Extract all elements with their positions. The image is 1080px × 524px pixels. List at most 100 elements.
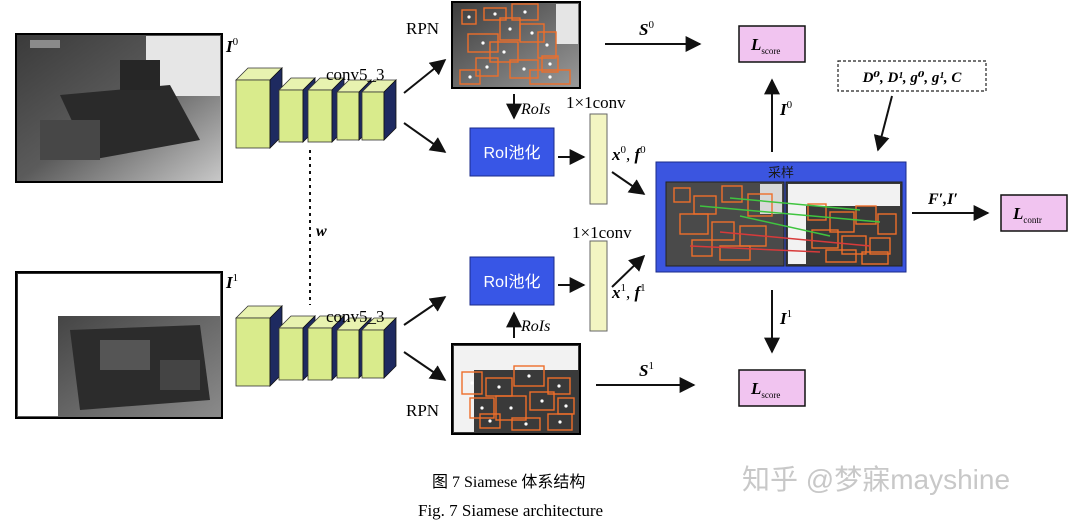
sampling-label: 采样 xyxy=(768,165,794,180)
detection-box xyxy=(483,7,507,21)
detection-center xyxy=(493,12,497,16)
label-features-bottom: x1, f1 xyxy=(611,282,646,302)
conv-block xyxy=(235,67,283,149)
input-image-bottom xyxy=(15,271,223,419)
detection-center xyxy=(524,422,528,426)
caption-chinese: 图 7 Siamese 体系结构 xyxy=(432,473,585,491)
label-img-bottom: I1 xyxy=(779,308,792,328)
roi-pooling-label-top: RoI池化 xyxy=(484,144,541,162)
conv-block xyxy=(235,305,283,387)
label-rpn-top: RPN xyxy=(406,19,439,38)
loss-score-box-bottom: Lscore xyxy=(738,369,806,407)
detection-box xyxy=(547,413,573,431)
detection-center xyxy=(548,75,552,79)
detection-box xyxy=(807,203,827,221)
detection-box xyxy=(691,239,713,257)
detection-center xyxy=(558,420,562,424)
detection-box xyxy=(719,245,751,261)
detection-box xyxy=(495,395,527,421)
detection-box xyxy=(489,41,519,63)
detection-center xyxy=(530,31,534,35)
detection-center xyxy=(467,15,471,19)
detection-center xyxy=(508,27,512,31)
svg-text:Lscore: Lscore xyxy=(750,379,780,400)
detection-center xyxy=(470,381,474,385)
detection-box xyxy=(811,229,839,249)
detection-center xyxy=(468,75,472,79)
detection-box xyxy=(747,193,773,217)
roi-pooling-block-bottom: RoI池化 xyxy=(469,256,555,306)
label-conv1x1-top: 1×1conv xyxy=(566,93,626,112)
label-input-bottom: I1 xyxy=(225,272,238,292)
detection-box xyxy=(479,413,501,429)
detection-center xyxy=(540,399,544,403)
svg-text:Lcontr: Lcontr xyxy=(1012,204,1042,225)
label-features-top: x0, f0 xyxy=(611,144,646,164)
detection-box xyxy=(459,69,481,85)
roi-pooling-label-bottom: RoI池化 xyxy=(484,273,541,291)
conv1x1-bar-top xyxy=(589,113,608,205)
input-image-top xyxy=(15,33,223,183)
label-score-top: S0 xyxy=(639,19,654,39)
conv-backbone-top xyxy=(235,67,397,149)
detection-box xyxy=(547,377,571,395)
label-conv5-3-bottom: conv5_3 xyxy=(326,307,385,326)
conv-block xyxy=(361,317,397,379)
conv-block xyxy=(361,79,397,141)
conv1x1-bar-bottom xyxy=(589,240,608,332)
params-text: D⁰, D¹, g⁰, g¹, C xyxy=(862,70,963,86)
arrow-conv-to-roi-top xyxy=(403,122,447,153)
detection-center xyxy=(481,41,485,45)
detection-box xyxy=(475,57,499,77)
detection-box xyxy=(541,55,559,73)
svg-text:Lscore: Lscore xyxy=(750,35,780,56)
label-conv1x1-bottom: 1×1conv xyxy=(572,223,632,242)
label-rpn-bottom: RPN xyxy=(406,401,439,420)
detection-box xyxy=(861,251,889,265)
detection-center xyxy=(548,62,552,66)
detection-box xyxy=(673,187,691,203)
detection-box xyxy=(469,397,495,419)
label-input-top: I0 xyxy=(225,36,239,56)
arrow-fc-to-sampling-bottom xyxy=(611,254,646,288)
params-box: D⁰, D¹, g⁰, g¹, C xyxy=(837,60,987,92)
detection-box xyxy=(461,9,477,25)
detection-center xyxy=(522,67,526,71)
detection-box xyxy=(509,59,539,79)
detection-center xyxy=(485,65,489,69)
caption-english: Fig. 7 Siamese architecture xyxy=(418,501,603,520)
arrow-params-to-sampling xyxy=(873,95,893,152)
detection-box xyxy=(519,23,545,43)
label-img-top: I0 xyxy=(779,99,793,119)
rpn-image-top xyxy=(451,1,581,89)
rpn-image-bottom xyxy=(451,343,581,435)
detection-center xyxy=(497,385,501,389)
watermark: 知乎 @梦寐mayshine xyxy=(742,464,1010,495)
roi-pooling-block-top: RoI池化 xyxy=(469,127,555,177)
detection-center xyxy=(545,43,549,47)
detection-box xyxy=(467,33,499,53)
detection-box xyxy=(511,3,539,21)
detection-center xyxy=(564,404,568,408)
conv-block xyxy=(307,77,345,143)
detection-box xyxy=(511,417,541,431)
detection-center xyxy=(527,374,531,378)
detection-box xyxy=(855,205,877,225)
detection-center xyxy=(502,50,506,54)
arrow-conv-to-roi-bottom xyxy=(403,296,447,326)
label-conv5-3-top: conv5_3 xyxy=(326,65,385,84)
detection-box xyxy=(825,249,857,263)
detection-center xyxy=(557,384,561,388)
detection-box xyxy=(529,69,571,85)
arrow-fc-to-sampling-top xyxy=(611,171,646,195)
detection-box xyxy=(529,391,555,411)
conv-backbone-bottom xyxy=(235,305,397,387)
sampling-correspondence-lines xyxy=(689,197,881,253)
label-shared-weight: w xyxy=(316,223,327,240)
loss-contr-box: Lcontr xyxy=(1000,194,1068,232)
arrow-conv-to-rpn-top xyxy=(403,58,447,94)
label-contr-input: F′,I′ xyxy=(927,191,958,208)
arrow-conv-to-rpn-bottom xyxy=(403,351,447,381)
